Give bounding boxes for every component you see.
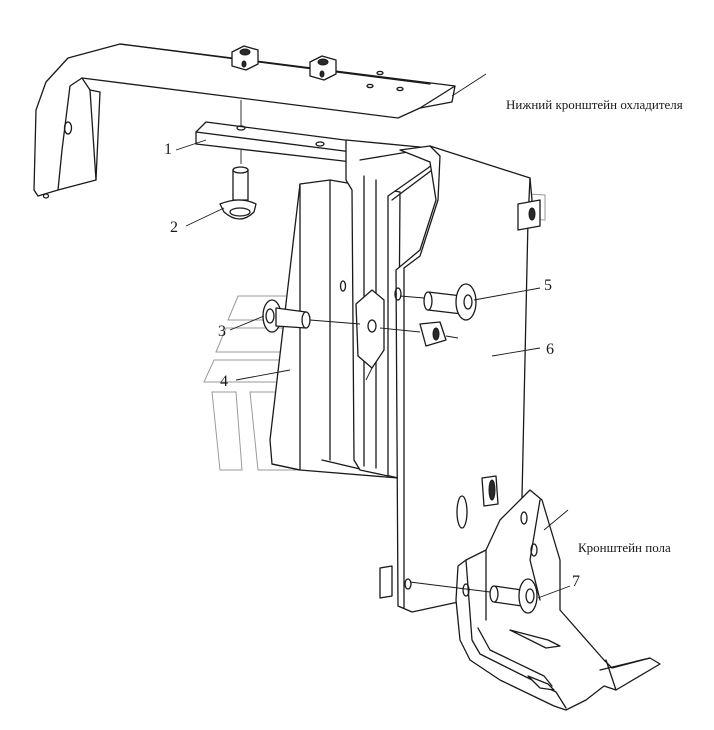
part-6-main-plate	[379, 145, 541, 613]
caption-floor-bracket: Кронштейн пола	[578, 540, 671, 555]
callout-4: 4	[220, 373, 228, 390]
part-3-bolt-left	[262, 299, 361, 333]
caption-lower-cooler-bracket: Нижний кронштейн охладителя	[506, 97, 683, 112]
leader-lines	[175, 73, 571, 599]
callout-5: 5	[544, 277, 552, 294]
lower-cooler-bracket	[33, 43, 456, 199]
nut-middle	[379, 321, 459, 347]
floor-bracket	[455, 489, 661, 711]
part-2-bolt	[219, 166, 257, 220]
callout-1: 1	[164, 141, 172, 158]
part-7-bolt-bottom	[409, 578, 538, 614]
part-5-bolt-right	[399, 283, 477, 321]
callout-2: 2	[170, 219, 178, 236]
callout-3: 3	[218, 323, 226, 340]
part-1-spacer-plate	[195, 121, 361, 163]
callout-7: 7	[572, 573, 580, 590]
callout-6: 6	[546, 341, 554, 358]
